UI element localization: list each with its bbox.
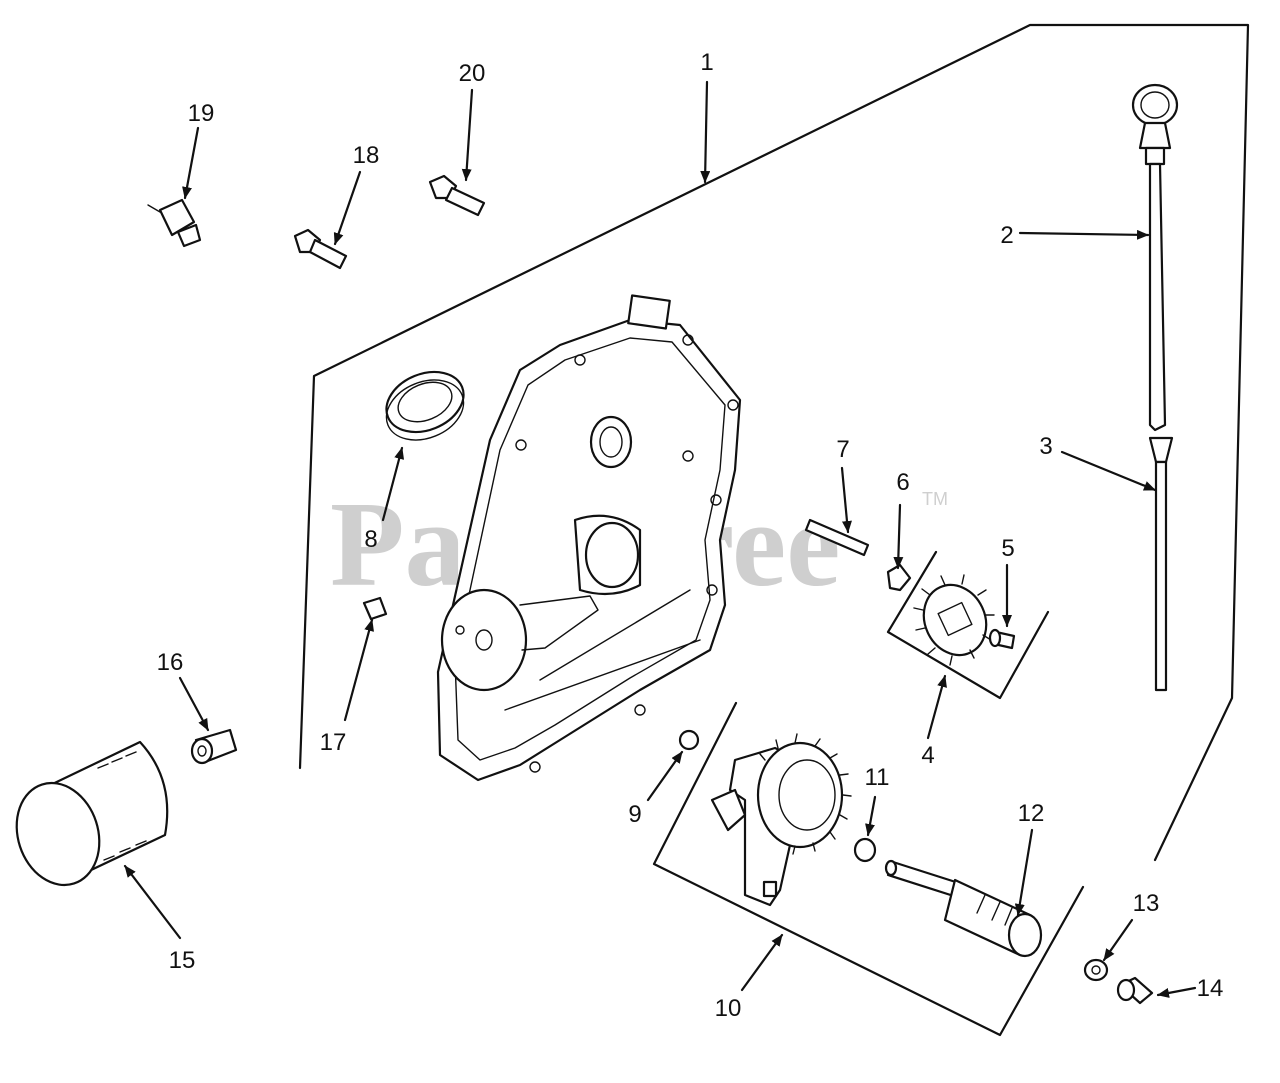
crankcase-cover[interactable]: [436, 294, 742, 782]
callout-12: 12: [1018, 800, 1045, 827]
callout-15: 15: [169, 947, 196, 974]
callout-18: 18: [353, 142, 380, 169]
callout-4: 4: [921, 742, 934, 769]
callout-7: 7: [836, 436, 849, 463]
governor-shaft[interactable]: [804, 518, 870, 557]
callout-19: 19: [188, 100, 215, 127]
bolt-18[interactable]: [293, 228, 348, 270]
drain-plug[interactable]: [1116, 976, 1154, 1005]
leader-arrows: [123, 80, 1197, 998]
callout-numbers: 1 2 3 4 5 6 7 8 9 10 11 12 13 14 15 16 1…: [157, 49, 1224, 1022]
pipe-plug[interactable]: [362, 596, 388, 621]
o-ring-11[interactable]: [853, 837, 877, 863]
callout-9: 9: [628, 801, 641, 828]
callout-1: 1: [700, 49, 713, 76]
governor-gear[interactable]: [913, 574, 998, 666]
callout-16: 16: [157, 649, 184, 676]
callout-8: 8: [364, 526, 377, 553]
bolt-20[interactable]: [428, 174, 486, 217]
dipstick[interactable]: [1131, 83, 1179, 432]
callout-13: 13: [1133, 890, 1160, 917]
dipstick-tube[interactable]: [1148, 436, 1174, 692]
regulating-pin[interactable]: [988, 628, 1016, 650]
callout-2: 2: [1000, 222, 1013, 249]
callout-5: 5: [1001, 535, 1014, 562]
callout-17: 17: [320, 729, 347, 756]
callout-20: 20: [459, 60, 486, 87]
oil-pump-rotor[interactable]: [884, 859, 1043, 958]
filter-adapter[interactable]: [190, 728, 238, 765]
subassembly-bracket-10: [652, 701, 1085, 1037]
watermark-trademark: TM: [922, 489, 948, 509]
washer[interactable]: [1083, 958, 1109, 982]
oil-seal[interactable]: [377, 361, 472, 451]
callout-6: 6: [896, 469, 909, 496]
assembly-outline-1: [298, 23, 1250, 862]
o-ring-9[interactable]: [678, 729, 700, 751]
cross-shaft-clip[interactable]: [886, 563, 912, 592]
callout-10: 10: [715, 995, 742, 1022]
callout-3: 3: [1039, 433, 1052, 460]
oil-pump[interactable]: [710, 733, 852, 907]
callout-11: 11: [865, 764, 890, 791]
oil-filter[interactable]: [4, 740, 169, 896]
oil-pressure-switch[interactable]: [147, 198, 202, 248]
callout-14: 14: [1197, 975, 1224, 1002]
subassembly-bracket-4: [886, 550, 1050, 700]
